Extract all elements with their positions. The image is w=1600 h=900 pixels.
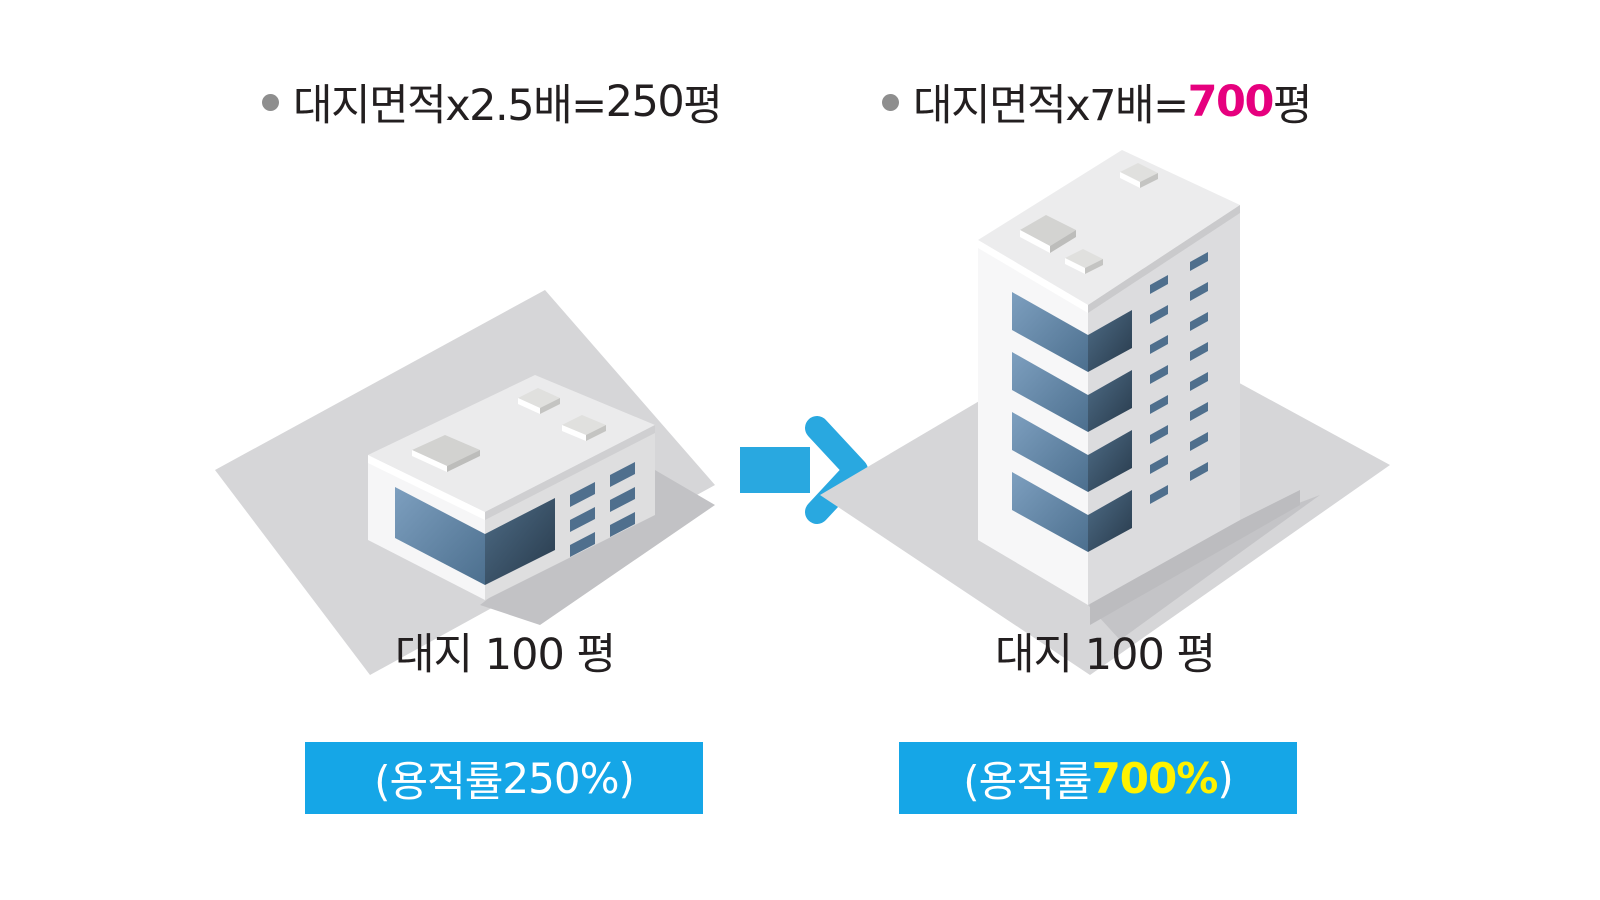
left-far-open: (용적률 (374, 756, 503, 806)
high-rise-small-windows (1150, 252, 1208, 504)
right-heading-suffix: 평 (1272, 81, 1313, 131)
right-far-open: (용적률 (963, 756, 1092, 806)
left-heading-value: 250 (605, 77, 685, 127)
left-heading-prefix: 대지면적x2.5배= (293, 81, 607, 131)
high-rise-window-bands (1012, 292, 1132, 552)
high-rise-building-icon (978, 150, 1320, 640)
right-far-box: (용적률 700%) (899, 742, 1297, 814)
right-far-value: 700% (1091, 753, 1219, 803)
right-heading-prefix: 대지면적x7배= (913, 81, 1189, 131)
left-far-box: (용적률 250%) (305, 742, 703, 814)
low-rise-building-icon (368, 375, 715, 625)
left-far-value: 250% (502, 753, 619, 803)
left-far-close: ) (618, 753, 635, 803)
right-heading-value: 700 (1187, 77, 1275, 127)
left-heading-suffix: 평 (683, 81, 723, 131)
left-lot-label: 대지 100 평 (394, 630, 616, 680)
bullet-icon (262, 93, 279, 111)
bullet-icon (882, 93, 899, 111)
right-far-close: ) (1217, 753, 1233, 803)
right-lot-label: 대지 100 평 (994, 630, 1216, 680)
